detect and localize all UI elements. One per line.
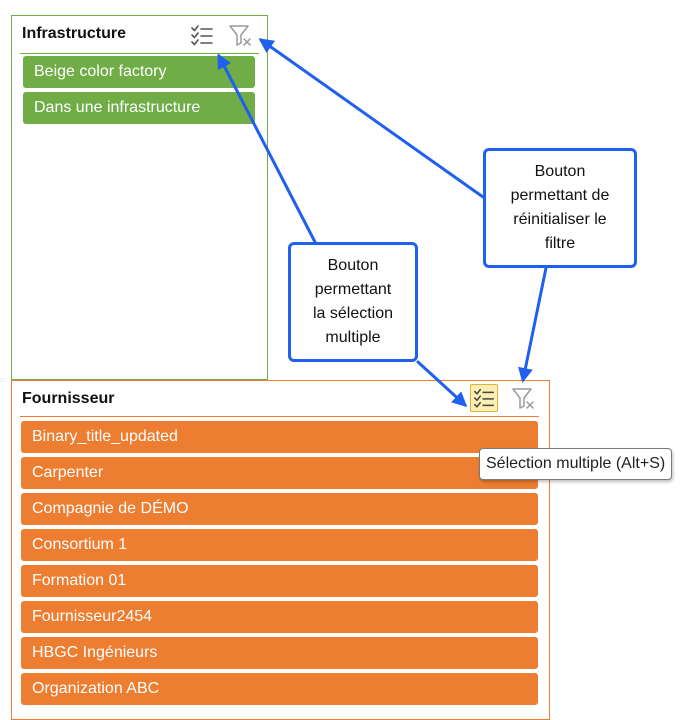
tooltip: Sélection multiple (Alt+S) [479,448,673,480]
callout-multi-select: Bouton permettant la sélection multiple [288,242,418,362]
slicer-item[interactable]: Compagnie de DÉMO [21,493,538,525]
multi-select-icon [191,25,213,46]
multi-select-button[interactable] [188,21,216,49]
clear-filter-icon [512,388,534,409]
slicer-title: Fournisseur [22,390,115,407]
slicer-header: Fournisseur [12,381,549,418]
slicer-title: Infrastructure [22,25,127,42]
slicer-item[interactable]: HBGC Ingénieurs [21,637,538,669]
slicer-item[interactable]: Beige color factory [23,56,255,88]
slicer-item[interactable]: Consortium 1 [21,529,538,561]
clear-filter-button[interactable] [509,384,537,412]
callout-text: Bouton permettant de réinitialiser le fi… [510,163,610,252]
callout-text: Bouton permettant la sélection multiple [312,257,394,346]
header-divider [20,53,259,54]
slicer-header: Infrastructure [12,16,267,54]
clear-filter-button[interactable] [226,21,254,49]
clear-filter-icon [229,25,251,46]
slicer-item[interactable]: Organization ABC [21,673,538,705]
multi-select-button[interactable] [470,384,498,412]
callout-reset-filter: Bouton permettant de réinitialiser le fi… [483,148,637,268]
arrow-to-fournisseur-clear-filter [518,266,548,383]
slicer-item[interactable]: Binary_title_updated [21,421,538,453]
slicer-item[interactable]: Carpenter [21,457,538,489]
slicer-item[interactable]: Dans une infrastructure [23,92,255,124]
arrow-to-infra-clear-filter [258,38,485,199]
slicer-item[interactable]: Fournisseur2454 [21,601,538,633]
infrastructure-slicer: Infrastructure [11,15,268,380]
fournisseur-slicer: Fournisseur [11,380,550,720]
slicer-item[interactable]: Formation 01 [21,565,538,597]
header-divider [20,416,539,417]
multi-select-icon [473,388,495,408]
